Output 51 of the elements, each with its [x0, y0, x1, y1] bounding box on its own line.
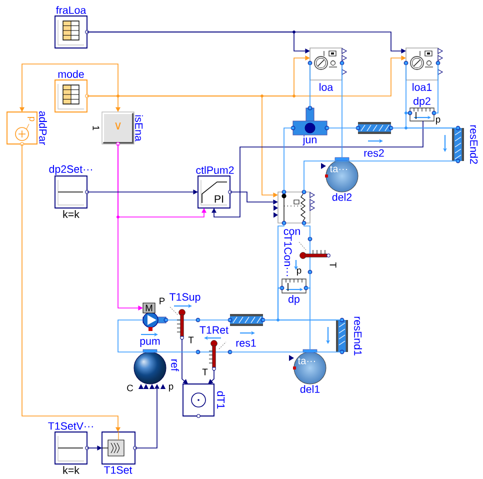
volume-sphere: ta··· [289, 349, 326, 384]
connection-line [304, 222, 310, 240]
connection-line [304, 160, 458, 192]
parameter-label: k=k [63, 210, 80, 218]
connection-line [306, 288, 310, 352]
controller-block: PI [198, 176, 232, 208]
component-label: T1SetV··· [48, 422, 93, 430]
port-label: p [297, 268, 302, 276]
component-label: del2 [332, 193, 352, 201]
connection-line [118, 320, 198, 352]
component-label: T1Set [104, 466, 132, 474]
component-label: resEnd2 [470, 125, 478, 164]
volume-sphere: ta··· [321, 157, 358, 192]
component-label: jun [302, 136, 316, 146]
port-label: C [127, 384, 133, 392]
component-label: con [284, 229, 300, 235]
component-label: res1 [236, 339, 256, 347]
component-label: dp2Set··· [49, 165, 92, 175]
component-label: addPar [39, 111, 47, 145]
component-label: del1 [300, 385, 320, 393]
port-label: T [202, 368, 208, 376]
add-parameter-block: p [6, 112, 38, 146]
component-label: mode [58, 70, 84, 78]
port-label: T [330, 262, 336, 268]
connection-line [278, 222, 284, 288]
port-label: p [436, 118, 440, 124]
connection-line [284, 128, 294, 192]
component-label: T1Con··· [284, 234, 292, 276]
component-label: dp2 [414, 97, 430, 107]
component-label: dp [288, 295, 300, 305]
component-label: loa1 [412, 83, 432, 91]
port-label: 1 [92, 126, 100, 130]
component-label: res2 [364, 149, 384, 157]
component-label: ctlPum2 [196, 166, 234, 174]
component-label: dT1 [217, 391, 225, 409]
parameter-label: k=k [63, 466, 80, 474]
component-label: resEnd1 [354, 316, 362, 356]
arrow [182, 338, 188, 384]
arrow [211, 120, 424, 218]
logic-block: ∨ [102, 112, 134, 146]
arrow [208, 370, 214, 384]
component-label: loa [320, 83, 334, 91]
port-label: p [169, 384, 174, 392]
component-label: pum [140, 339, 160, 347]
component-label: T1Sup [170, 293, 200, 303]
component-label: ref [171, 359, 179, 372]
component-label: T1Ret [200, 326, 228, 334]
port-label: T [188, 336, 194, 344]
port-label: P [160, 298, 165, 304]
component-label: fraLoa [56, 6, 86, 14]
component-label: isEna [135, 115, 143, 142]
